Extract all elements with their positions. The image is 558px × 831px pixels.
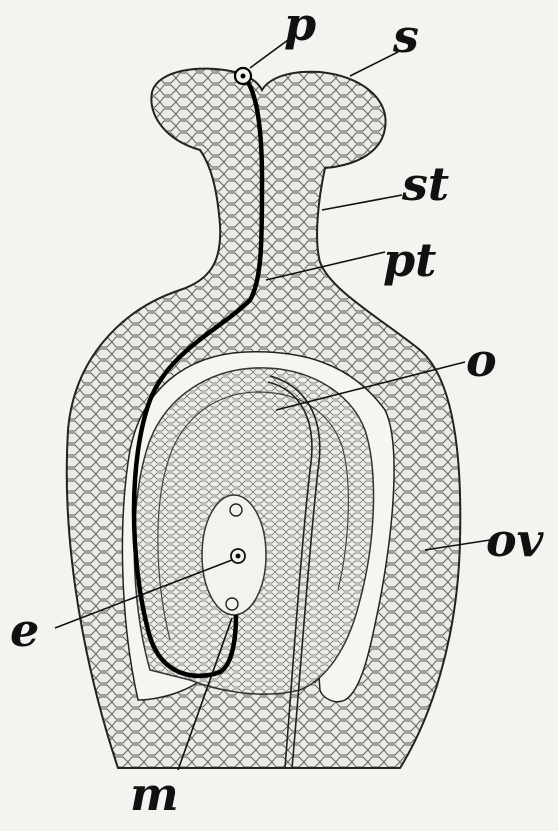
leader-o [275,361,466,411]
synergid-icon [229,503,243,517]
egg-nucleus-icon [230,548,246,564]
embryo-sac [201,494,267,616]
egg-nucleus-dot-icon [235,553,241,559]
label-s: s [392,9,419,63]
pollen-grain-core-icon [240,73,246,79]
leader-p [249,39,289,69]
label-ov: ov [486,513,545,567]
antipodal-icon [225,597,239,611]
leader-e [54,559,233,629]
leader-pt [265,251,386,281]
label-m: m [130,767,179,821]
label-e: e [10,603,39,657]
label-p: p [284,0,316,51]
leader-st [321,194,403,211]
pollen-tube [131,76,265,679]
raphe-line-a [267,381,313,769]
leader-m [177,617,233,771]
leader-s [349,51,399,77]
label-pt: pt [383,233,436,287]
integument-line [157,391,349,641]
label-o: o [466,333,497,387]
leader-ov [424,539,491,551]
raphe-line-b [269,375,321,769]
label-st: st [401,157,449,211]
